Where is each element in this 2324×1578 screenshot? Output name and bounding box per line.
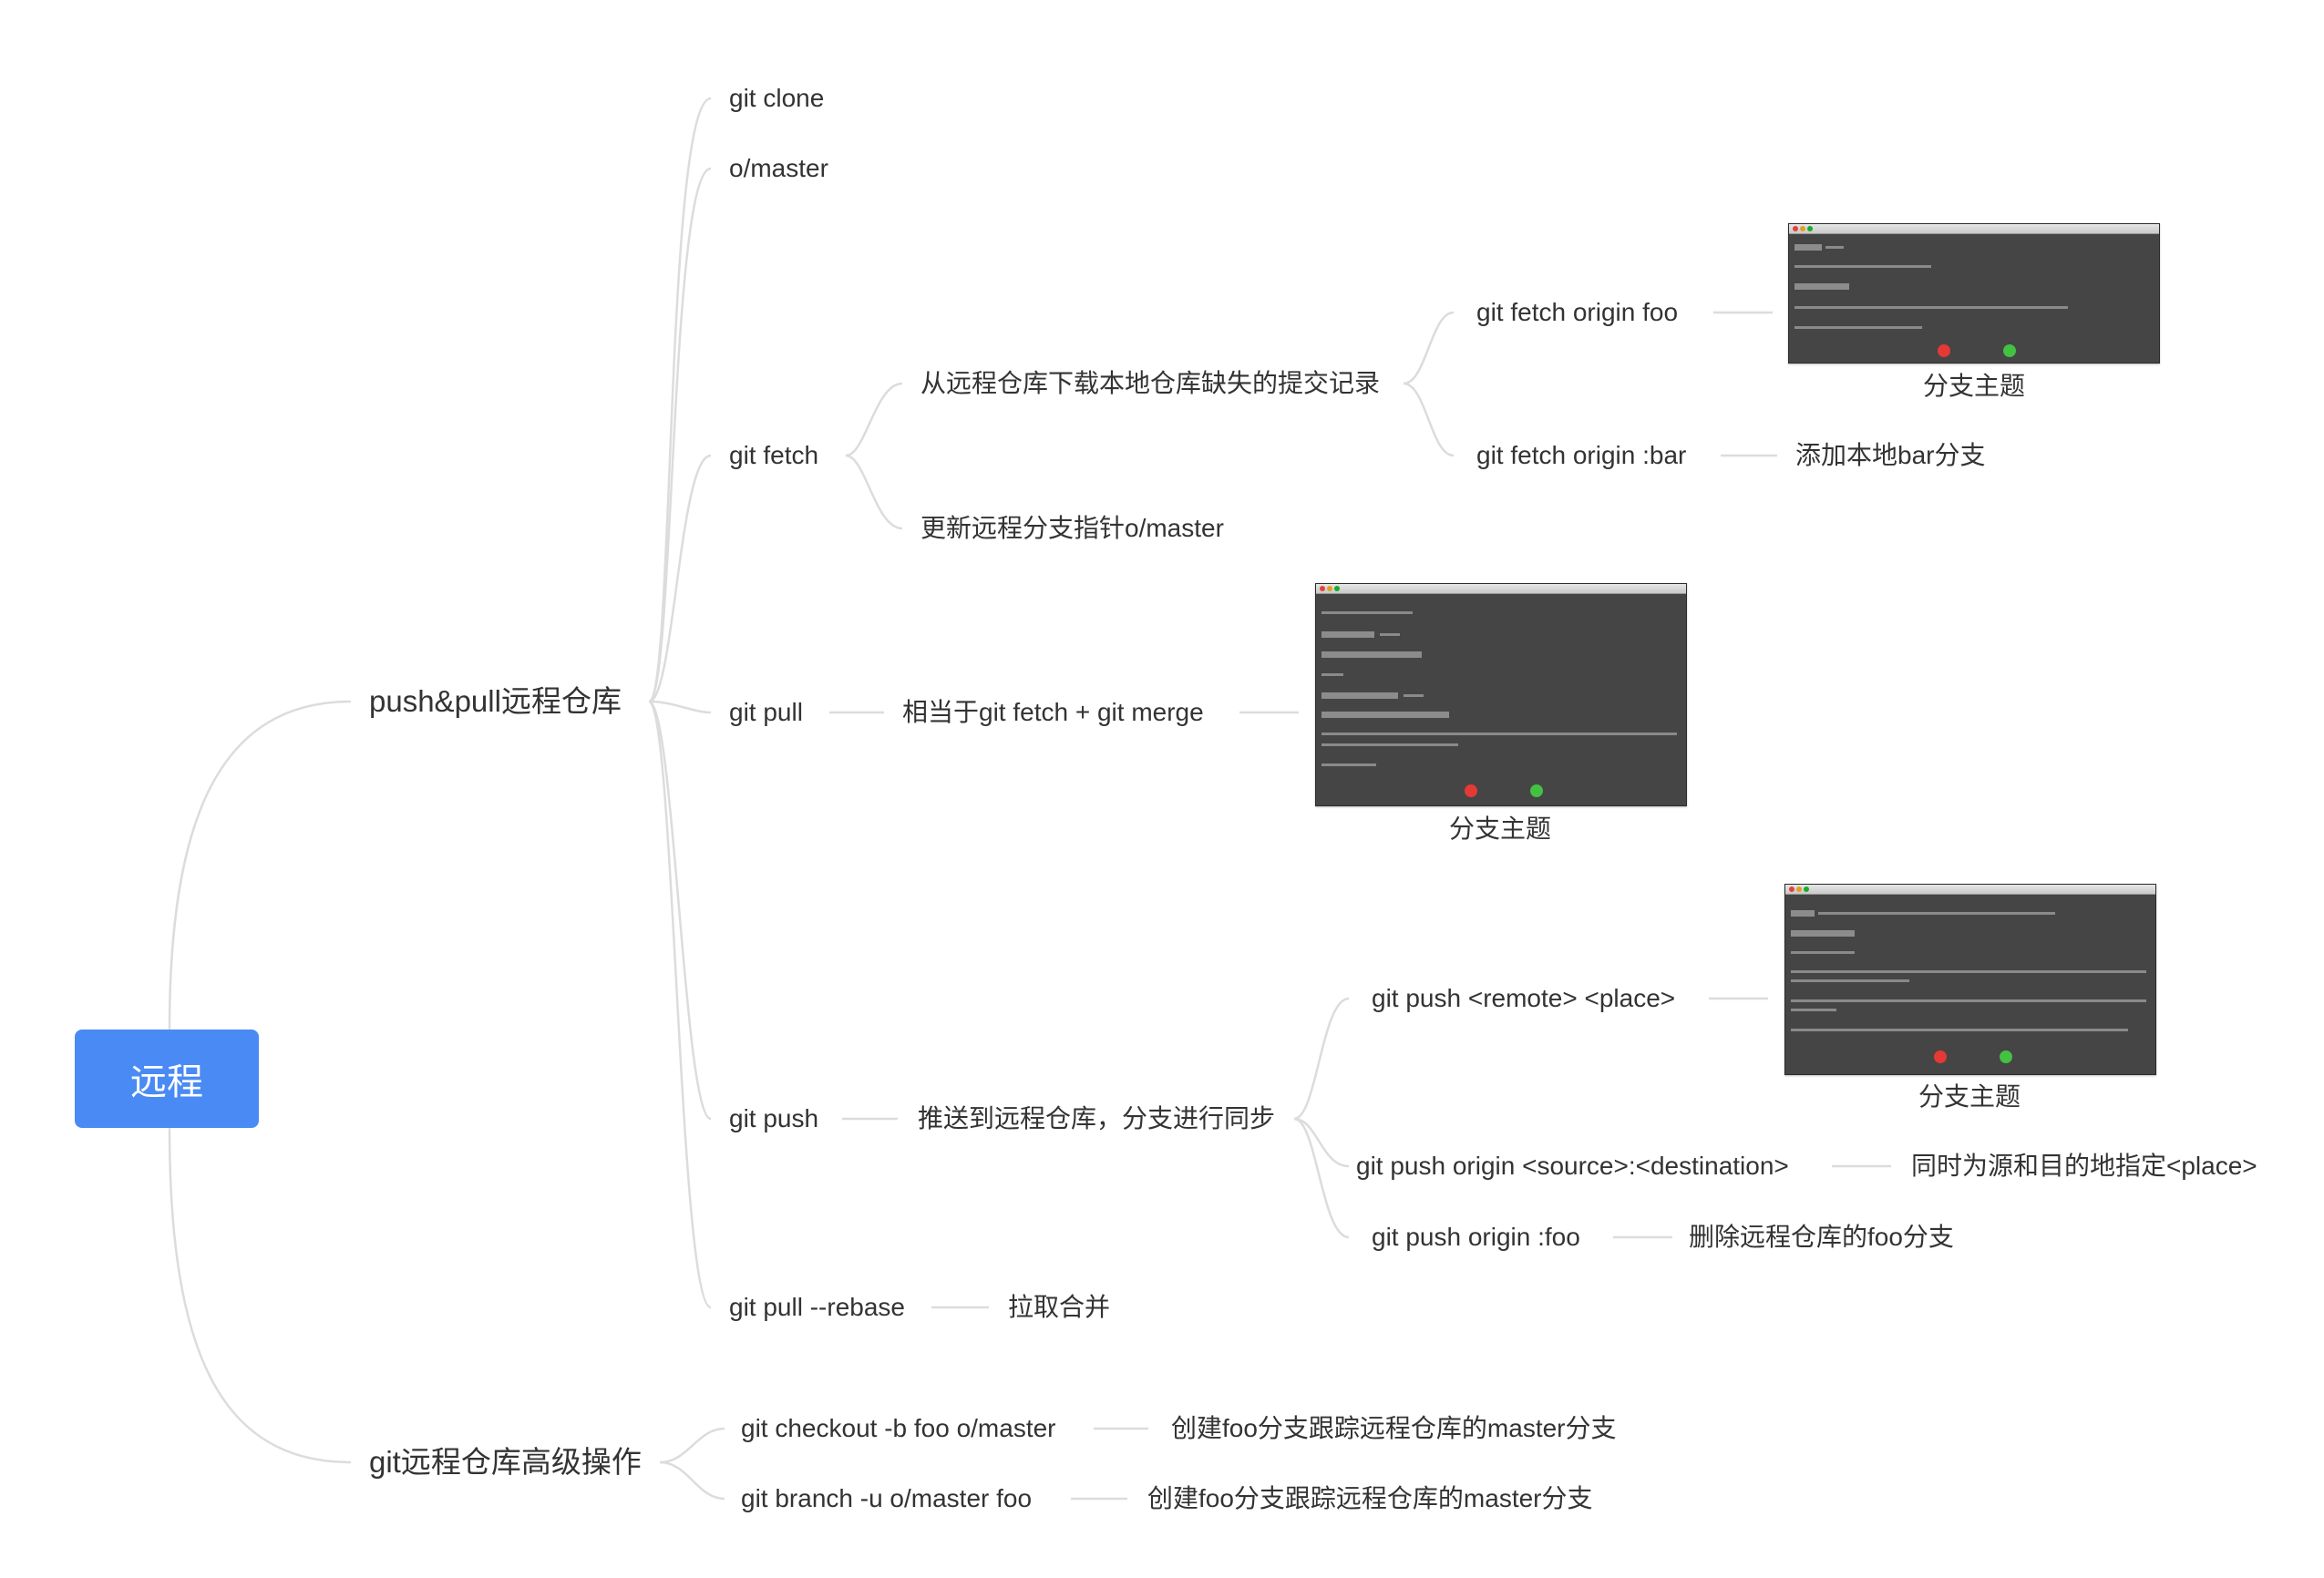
edge-adv-branch xyxy=(659,1460,725,1501)
edge-pp-push xyxy=(648,700,712,1121)
node-git-clone[interactable]: git clone xyxy=(729,84,825,112)
node-checkout[interactable]: git checkout -b foo o/master xyxy=(741,1414,1056,1442)
node-push-desc[interactable]: 推送到远程仓库，分支进行同步 xyxy=(918,1104,1276,1132)
maximize-dot-icon xyxy=(1334,586,1340,591)
forward-arrow-icon[interactable] xyxy=(2003,344,2016,357)
thumb-titlebar xyxy=(1316,584,1686,594)
thumb-text-line xyxy=(1380,633,1400,636)
edge-pp-omaster xyxy=(647,167,712,703)
thumb-text-line xyxy=(1321,733,1677,735)
node-push-src-dst[interactable]: git push origin <source>:<destination> xyxy=(1356,1152,1789,1180)
push-screenshot-thumbnail[interactable] xyxy=(1784,884,2156,1075)
branch-advanced[interactable]: git远程仓库高级操作 xyxy=(369,1445,642,1479)
thumb-highlight xyxy=(1794,244,1822,251)
pull-thumbnail-caption: 分支主题 xyxy=(1449,815,1552,843)
thumb-text-line xyxy=(1791,1009,1836,1011)
forward-arrow-icon[interactable] xyxy=(2000,1050,2012,1063)
thumb-text-line xyxy=(1791,979,1909,982)
edge-pp-clone xyxy=(647,97,712,703)
minimize-dot-icon xyxy=(1800,226,1805,231)
back-arrow-icon[interactable] xyxy=(1465,784,1477,797)
thumb-text-line xyxy=(1794,326,1922,329)
edge-pp-fetch xyxy=(648,454,712,703)
node-git-pull[interactable]: git pull xyxy=(729,698,803,726)
minimize-dot-icon xyxy=(1796,886,1802,892)
fetch-thumbnail-caption: 分支主题 xyxy=(1923,372,2026,400)
node-push-delete-desc[interactable]: 删除远程仓库的foo分支 xyxy=(1689,1223,1954,1251)
thumb-highlight xyxy=(1791,910,1815,917)
thumb-text-line xyxy=(1404,694,1424,697)
thumb-text-line xyxy=(1321,763,1376,766)
edge-pushdesc-remote xyxy=(1293,997,1350,1121)
node-git-fetch[interactable]: git fetch xyxy=(729,441,819,469)
minimize-dot-icon xyxy=(1327,586,1332,591)
thumb-text-line xyxy=(1791,951,1855,954)
thumb-text-line xyxy=(1791,970,2146,973)
edge-desc1-bar xyxy=(1403,382,1455,457)
thumb-titlebar xyxy=(1785,885,2155,895)
node-fetch-bar-desc[interactable]: 添加本地bar分支 xyxy=(1795,441,1986,469)
thumb-highlight xyxy=(1321,651,1422,658)
thumb-text-line xyxy=(1791,999,2146,1002)
node-push-src-dst-desc[interactable]: 同时为源和目的地指定<place> xyxy=(1911,1152,2257,1180)
thumb-text-line xyxy=(1818,912,2055,915)
node-checkout-desc[interactable]: 创建foo分支跟踪远程仓库的master分支 xyxy=(1171,1414,1617,1442)
node-o-master[interactable]: o/master xyxy=(729,154,828,182)
thumb-highlight xyxy=(1791,930,1855,937)
edge-fetch-desc1 xyxy=(845,382,903,457)
branch-push-pull[interactable]: push&pull远程仓库 xyxy=(369,684,622,718)
edge-fetch-desc2 xyxy=(845,454,903,530)
node-pull-desc[interactable]: 相当于git fetch + git merge xyxy=(902,698,1204,726)
maximize-dot-icon xyxy=(1804,886,1809,892)
thumb-text-line xyxy=(1791,1029,2128,1031)
node-push-delete[interactable]: git push origin :foo xyxy=(1372,1223,1580,1251)
node-git-push[interactable]: git push xyxy=(729,1104,819,1132)
node-fetch-origin-foo[interactable]: git fetch origin foo xyxy=(1476,298,1679,326)
close-dot-icon xyxy=(1793,226,1798,231)
thumb-highlight xyxy=(1321,692,1398,699)
thumb-titlebar xyxy=(1789,224,2159,234)
thumb-text-line xyxy=(1321,673,1343,676)
root-label: 远程 xyxy=(130,1062,203,1102)
back-arrow-icon[interactable] xyxy=(1934,1050,1947,1063)
push-thumbnail-caption: 分支主题 xyxy=(1918,1082,2021,1111)
node-branch-track-desc[interactable]: 创建foo分支跟踪远程仓库的master分支 xyxy=(1147,1484,1593,1512)
edge-root-pushpull xyxy=(168,700,352,1030)
thumb-highlight xyxy=(1321,712,1449,718)
thumb-text-line xyxy=(1321,611,1413,614)
thumb-text-line xyxy=(1825,246,1844,249)
pull-screenshot-thumbnail[interactable] xyxy=(1315,583,1687,806)
fetch-screenshot-thumbnail[interactable] xyxy=(1788,223,2160,364)
root-node[interactable]: 远程 xyxy=(75,1030,259,1128)
node-pull-rebase-desc[interactable]: 拉取合并 xyxy=(1008,1293,1111,1321)
edge-root-advanced xyxy=(168,1127,352,1464)
node-pull-rebase[interactable]: git pull --rebase xyxy=(729,1293,905,1321)
edge-desc1-foo xyxy=(1403,311,1455,385)
edge-pushdesc-srcdst xyxy=(1293,1117,1350,1168)
node-push-remote-place[interactable]: git push <remote> <place> xyxy=(1372,984,1676,1012)
forward-arrow-icon[interactable] xyxy=(1530,784,1543,797)
back-arrow-icon[interactable] xyxy=(1938,344,1950,357)
thumb-highlight xyxy=(1321,631,1374,638)
close-dot-icon xyxy=(1789,886,1794,892)
thumb-highlight xyxy=(1794,283,1849,290)
thumb-text-line xyxy=(1794,306,2068,309)
node-branch-track[interactable]: git branch -u o/master foo xyxy=(741,1484,1033,1512)
maximize-dot-icon xyxy=(1807,226,1813,231)
edge-pp-pull xyxy=(648,700,712,714)
edge-adv-checkout xyxy=(659,1427,725,1464)
edge-pushdesc-del xyxy=(1293,1117,1350,1239)
node-fetch-origin-bar[interactable]: git fetch origin :bar xyxy=(1476,441,1687,469)
edge-pp-rebase xyxy=(647,700,712,1309)
node-fetch-desc-download[interactable]: 从远程仓库下载本地仓库缺失的提交记录 xyxy=(920,369,1381,397)
thumb-text-line xyxy=(1321,743,1458,746)
close-dot-icon xyxy=(1320,586,1325,591)
thumb-text-line xyxy=(1794,265,1931,268)
node-fetch-desc-update[interactable]: 更新远程分支指针o/master xyxy=(920,514,1224,542)
